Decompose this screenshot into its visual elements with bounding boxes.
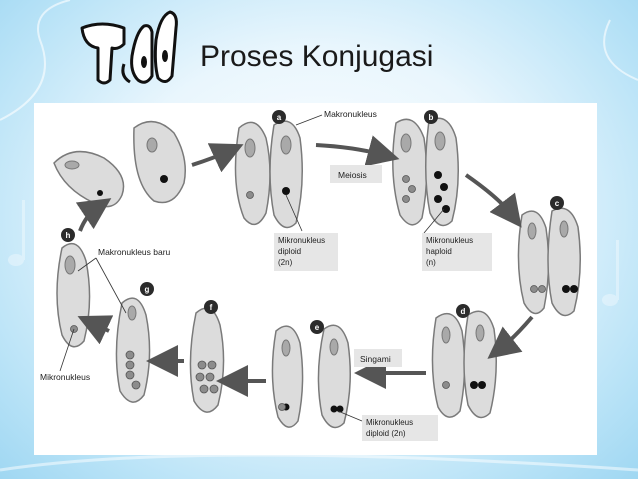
arrow — [464, 173, 522, 228]
stage-marker-h: h — [66, 231, 71, 240]
label-meiosis: Meiosis — [338, 170, 367, 180]
label-mikronukleus-diploid-e-line1: Mikronukleus — [366, 418, 413, 427]
slide-title: Proses Konjugasi — [200, 40, 434, 73]
arrow — [191, 143, 244, 173]
stage-marker-b: b — [429, 113, 434, 122]
stage-markers: a b c d e f g h — [61, 110, 564, 334]
stage-marker-e: e — [315, 323, 320, 332]
label-makronukleus-baru: Makronukleus baru — [98, 247, 171, 257]
conjugation-diagram: a b c d e f g h Makronukleus Meiosis Mik… — [34, 103, 597, 455]
label-mikronukleus-diploid-line3: (2n) — [278, 258, 293, 267]
pointing-hand-logo — [80, 10, 178, 85]
label-singami: Singami — [360, 354, 391, 364]
stage-marker-c: c — [555, 199, 560, 208]
label-mikronukleus-diploid-e-line2: diploid (2n) — [366, 429, 406, 438]
music-note-icon — [8, 200, 619, 306]
label-mikronukleus-diploid-line1: Mikronukleus — [278, 236, 325, 245]
paramecium-cell — [271, 325, 304, 428]
paramecium-cell — [133, 120, 186, 204]
arrow — [487, 315, 534, 359]
label-mikronukleus-diploid-line2: diploid — [278, 247, 301, 256]
stage-marker-g: g — [145, 285, 150, 294]
paramecium-cell — [269, 120, 303, 229]
label-mikronukleus-haploid-line2: haploid — [426, 247, 452, 256]
paramecium-cell — [189, 307, 225, 413]
arrow — [77, 315, 114, 345]
paramecium-cell — [431, 312, 466, 418]
paramecium-cell — [234, 121, 271, 226]
paramecium-cell — [53, 150, 125, 208]
arrow — [75, 198, 112, 232]
label-mikronukleus: Mikronukleus — [40, 372, 90, 382]
paramecium-cell — [425, 117, 459, 227]
label-mikronukleus-haploid-line1: Mikronukleus — [426, 236, 473, 245]
stage-marker-a: a — [277, 113, 282, 122]
arrow — [315, 135, 400, 167]
label-makronukleus: Makronukleus — [324, 109, 377, 119]
label-mikronukleus-haploid-line3: (n) — [426, 258, 436, 267]
stage-marker-f: f — [210, 303, 213, 312]
paramecium-cell — [392, 118, 428, 226]
paramecium-cell — [115, 297, 151, 403]
stage-marker-d: d — [461, 307, 466, 316]
paramecium-cell — [317, 324, 351, 429]
